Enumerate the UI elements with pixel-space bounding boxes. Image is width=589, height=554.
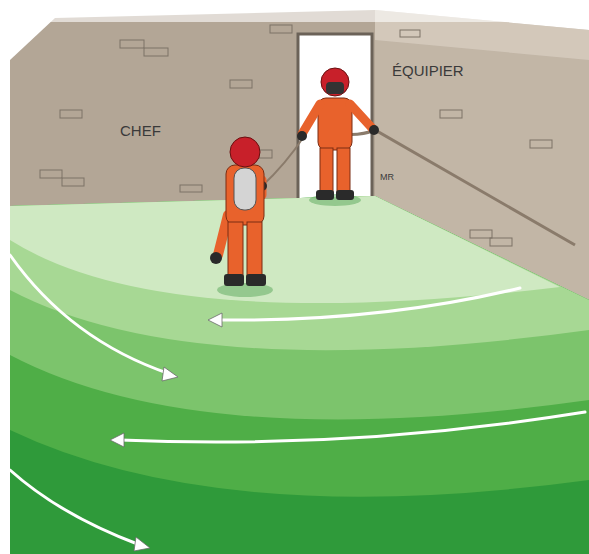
doorway (298, 34, 372, 200)
floor-band (10, 196, 589, 420)
wall-fade-top (0, 0, 589, 22)
guide-rope (320, 128, 575, 245)
role-label: CHEF (120, 122, 161, 139)
floor-band (10, 196, 560, 303)
floor-band (10, 196, 589, 554)
firefighter-equipier (297, 68, 379, 206)
signature: MR (380, 172, 394, 182)
role-label: ÉQUIPIER (392, 62, 464, 79)
floor-band (10, 196, 589, 497)
firefighter-chef (210, 137, 273, 297)
arrow-heads (110, 313, 222, 551)
floor-band (10, 196, 589, 350)
link-rope (262, 135, 305, 186)
path-arrows (10, 255, 585, 545)
back-wall (10, 10, 375, 206)
